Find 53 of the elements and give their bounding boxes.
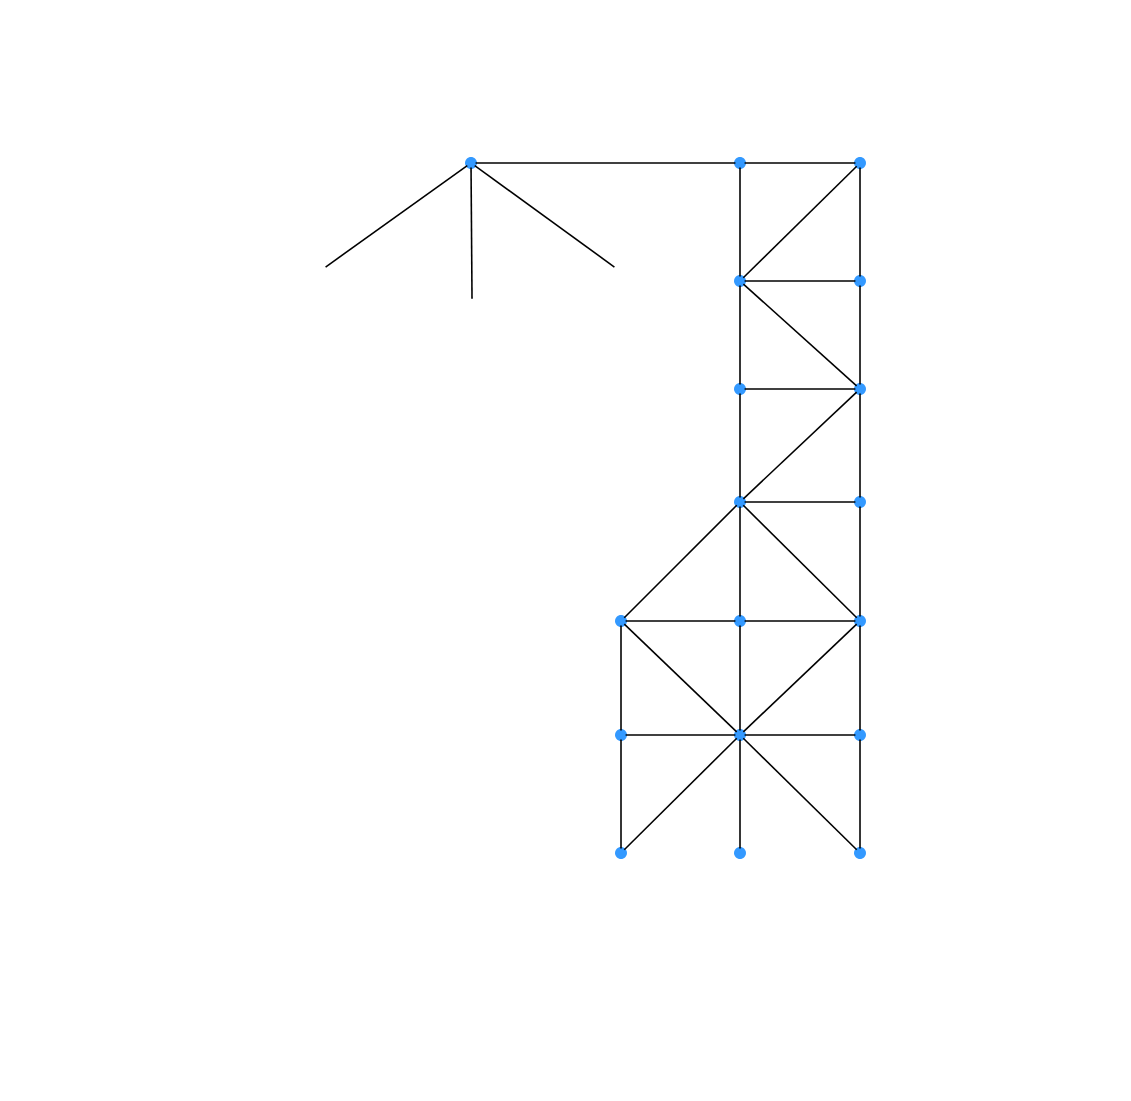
edge-line xyxy=(739,392,741,499)
edge-line xyxy=(742,283,858,387)
graph-vertex xyxy=(615,729,627,741)
edge-line xyxy=(739,166,741,278)
edge-line xyxy=(859,284,861,386)
graph-vertex xyxy=(854,847,866,859)
edge-line xyxy=(324,164,469,268)
edge-line xyxy=(739,284,741,386)
edge-line xyxy=(623,504,738,619)
edge-line xyxy=(470,166,473,300)
graph-vertex xyxy=(465,157,477,169)
edge-line xyxy=(473,164,616,268)
graph-vertex xyxy=(854,383,866,395)
edge-line xyxy=(620,738,622,850)
graph-vertex xyxy=(854,157,866,169)
edge-line xyxy=(623,737,738,851)
edge-line xyxy=(743,162,857,164)
edge-line xyxy=(743,501,857,503)
edge-line xyxy=(742,737,858,851)
graph-vertex xyxy=(615,847,627,859)
graph-vertex xyxy=(854,275,866,287)
edge-line xyxy=(739,738,741,850)
edge-line xyxy=(624,620,737,622)
edge-line xyxy=(743,620,857,622)
edge-line xyxy=(623,623,738,733)
graph-vertex xyxy=(854,729,866,741)
graph-vertex xyxy=(734,383,746,395)
edge-line xyxy=(742,391,858,500)
graph-vertex xyxy=(734,496,746,508)
edge-line xyxy=(859,392,861,499)
graph-vertex xyxy=(615,615,627,627)
edge-line xyxy=(742,165,858,279)
graph-vertex xyxy=(734,157,746,169)
graph-vertex xyxy=(734,847,746,859)
edge-line xyxy=(743,280,857,282)
edge-line xyxy=(624,734,737,736)
edge-line xyxy=(743,734,857,736)
edge-line xyxy=(859,738,861,850)
edge-line xyxy=(620,624,622,732)
edge-line xyxy=(739,505,741,618)
graph-vertex xyxy=(734,729,746,741)
graph-vertex xyxy=(734,615,746,627)
edge-line xyxy=(859,624,861,732)
graph-vertex xyxy=(734,275,746,287)
edge-line xyxy=(474,162,737,164)
edge-line xyxy=(739,624,741,732)
edge-line xyxy=(742,623,858,733)
graph-vertex xyxy=(854,615,866,627)
edge-line xyxy=(743,388,857,390)
graph-vertex xyxy=(854,496,866,508)
edge-line xyxy=(859,166,861,278)
edge-line xyxy=(742,504,858,619)
edge-line xyxy=(859,505,861,618)
